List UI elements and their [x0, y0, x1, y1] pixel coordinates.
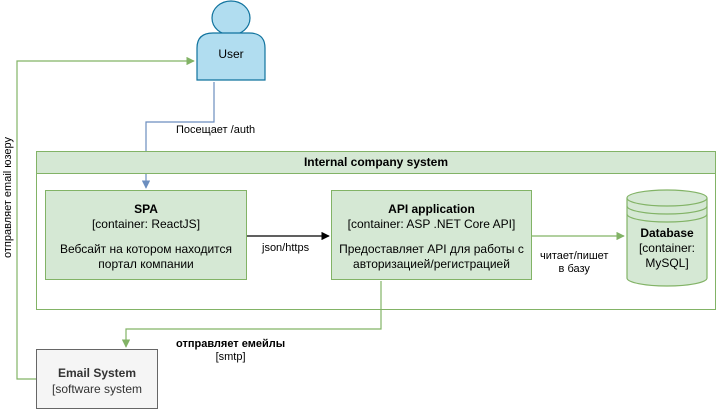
email-system-box[interactable]: Email System [software system: [36, 349, 158, 409]
edge-label-visit: Посещает /auth: [176, 124, 256, 137]
user-person[interactable]: [196, 0, 266, 81]
edge-label-notify: отправляет email юзеру: [2, 136, 14, 258]
edge-label-db-line2: в базу: [558, 263, 590, 275]
edge-email-user: [16, 56, 195, 380]
database-title: Database: [640, 226, 694, 240]
api-title: API application: [388, 202, 475, 216]
edge-api-email: [121, 281, 382, 348]
database-tech-line1: [container:: [638, 241, 696, 255]
boundary-title: Internal company system: [37, 152, 715, 174]
database-cylinder[interactable]: [626, 189, 708, 287]
edge-label-email-line2: [smtp]: [215, 351, 246, 363]
api-tech: [container: ASP .NET Core API]: [347, 217, 516, 231]
edge-label-db-line1: читает/пишет: [540, 250, 609, 262]
database-label: Database [container: MySQL]: [627, 226, 707, 271]
spa-desc-line1: Вебсайт на котором находится: [59, 242, 233, 256]
spa-desc-line2: портал компании: [98, 257, 194, 271]
spa-container[interactable]: SPA [container: ReactJS] Вебсайт на кото…: [45, 190, 247, 280]
email-system-title: Email System: [57, 366, 137, 380]
edge-label-email: отправляет емейлы [smtp]: [176, 338, 285, 364]
spa-title: SPA: [134, 202, 158, 216]
user-label: User: [218, 47, 244, 61]
api-desc-line2: авторизацией/регистрацией: [353, 257, 510, 271]
database-tech-line2: MySQL]: [645, 256, 689, 270]
api-desc-line1: Предоставляет API для работы с: [339, 242, 524, 256]
spa-description: Вебсайт на котором находится портал комп…: [46, 242, 246, 272]
spa-tech: [container: ReactJS]: [91, 217, 201, 231]
internal-system-boundary: Internal company system: [36, 151, 716, 310]
edge-label-db: читает/пишет в базу: [540, 250, 608, 276]
api-container[interactable]: API application [container: ASP .NET Cor…: [331, 190, 532, 280]
email-system-tech: [software system: [51, 382, 143, 396]
edge-label-json: json/https: [262, 242, 310, 255]
edge-label-email-line1: отправляет емейлы: [176, 338, 286, 350]
api-description: Предоставляет API для работы с авторизац…: [332, 242, 531, 272]
